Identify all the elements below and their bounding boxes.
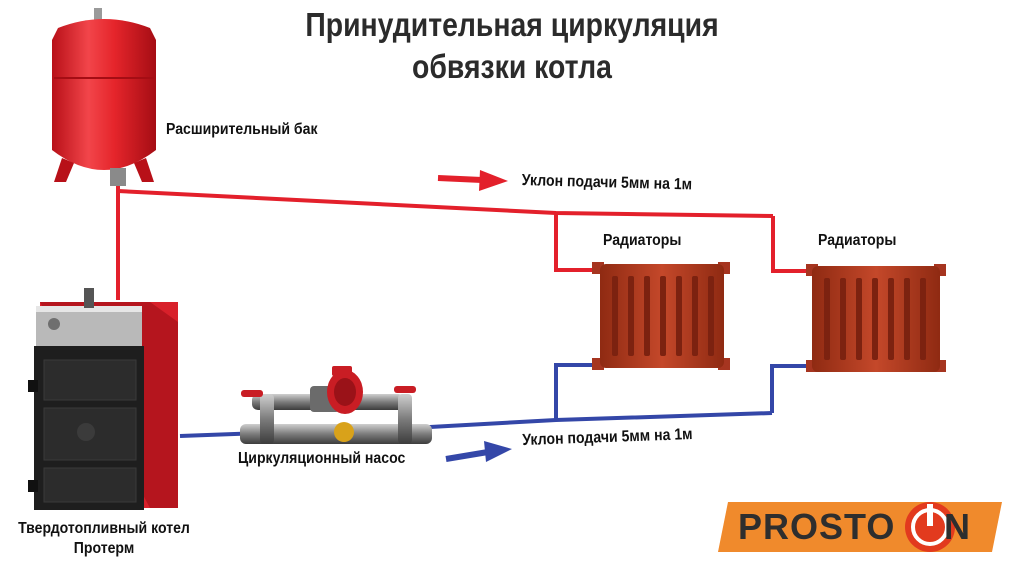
- logo-text-left: PROSTO: [738, 506, 896, 547]
- boiler-label: Твердотопливный котел Протерм: [16, 519, 192, 559]
- supply-drop-1: [554, 213, 598, 272]
- radiator-2-icon: [806, 264, 946, 372]
- boiler-label-line-2: Протерм: [73, 540, 135, 557]
- radiators-1-label: Радиаторы: [603, 232, 682, 249]
- diagram-title: Принудительная циркуляция обвязки котла: [297, 4, 727, 88]
- expansion-tank-icon: [52, 8, 156, 186]
- circulation-pump-icon: [240, 366, 432, 444]
- supply-pipes: [116, 183, 812, 300]
- boiler-icon: [28, 288, 178, 510]
- return-rise-1: [554, 363, 600, 420]
- pump-label: Циркуляционный насос: [238, 450, 406, 467]
- logo-background: [718, 502, 1002, 552]
- radiator-1-icon: [592, 262, 730, 370]
- return-rise-2: [770, 364, 812, 413]
- logo-text-right: N: [944, 506, 970, 547]
- supply-main: [117, 189, 774, 218]
- title-line-1: Принудительная циркуляция: [305, 6, 719, 43]
- title-line-2: обвязки котла: [412, 48, 612, 85]
- expansion-tank-label: Расширительный бак: [166, 121, 318, 138]
- prostoon-logo: PROSTO N: [716, 498, 1006, 556]
- supply-arrow-icon: [437, 170, 508, 191]
- boiler-label-line-1: Твердотопливный котел: [18, 520, 190, 537]
- supply-drop-2: [771, 216, 812, 273]
- return-arrow-icon: [445, 441, 512, 462]
- radiators-2-label: Радиаторы: [818, 232, 897, 249]
